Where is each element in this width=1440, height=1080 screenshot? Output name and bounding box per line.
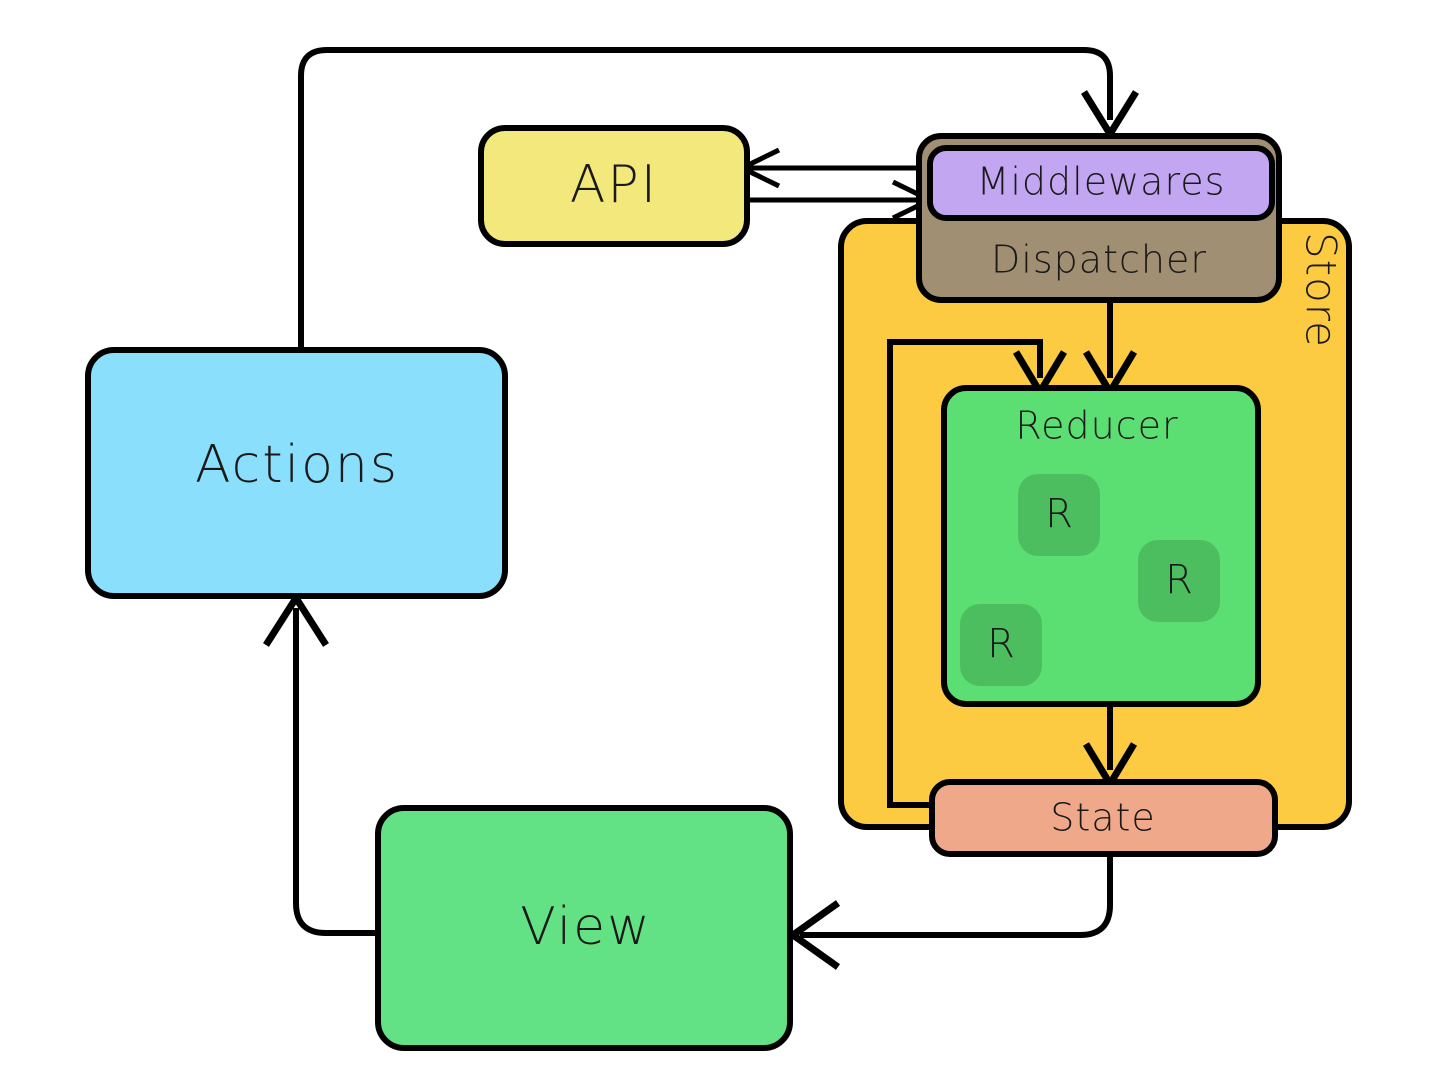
edge-api-to-middlewares (748, 179, 936, 221)
actions-box[interactable] (85, 347, 508, 599)
reducer-chip-3-label: R (987, 621, 1015, 667)
reducer-label: Reducer (1015, 404, 1178, 448)
edge-view-to-actions (263, 591, 380, 936)
view-box[interactable] (375, 805, 793, 1051)
reducer-chip-3[interactable] (960, 604, 1042, 686)
reducer-chip-1[interactable] (1018, 474, 1100, 556)
store-label: Store (1297, 232, 1346, 348)
state-box[interactable] (929, 779, 1278, 857)
state-label: State (1050, 796, 1156, 840)
reducer-chip-2[interactable] (1138, 540, 1220, 622)
actions-label: Actions (195, 435, 399, 495)
middlewares-label: Middlewares (977, 160, 1226, 204)
edge-state-to-view (786, 852, 1113, 970)
edge-middlewares-to-api (736, 147, 930, 189)
middlewares-box[interactable] (927, 145, 1275, 221)
view-label: View (520, 897, 651, 957)
dispatcher-label: Dispatcher (991, 238, 1207, 282)
reducer-chip-2-label: R (1165, 557, 1193, 603)
reducer-chip-1-label: R (1045, 491, 1073, 537)
api-box[interactable] (478, 125, 750, 247)
api-label: API (570, 155, 658, 215)
